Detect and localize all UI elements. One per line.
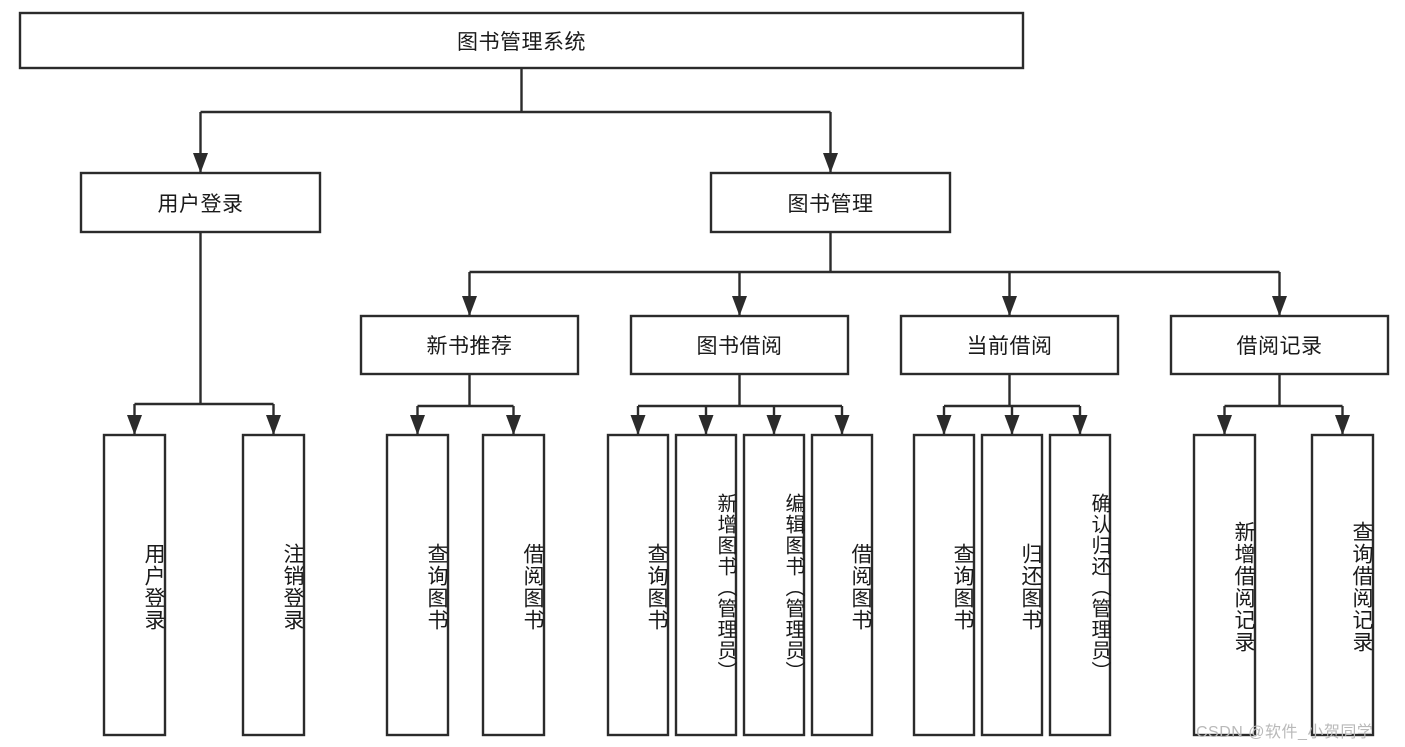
connector-arrowhead bbox=[462, 296, 477, 316]
connector-arrowhead bbox=[1004, 415, 1020, 435]
connector-arrowhead bbox=[1335, 415, 1350, 435]
connector-arrowhead bbox=[1217, 415, 1232, 435]
connector-arrowhead bbox=[823, 153, 838, 173]
leaf-node-box[interactable] bbox=[606, 433, 670, 737]
connector-arrowhead bbox=[936, 415, 952, 435]
level3-node-box[interactable] bbox=[359, 314, 580, 376]
leaf-node-box[interactable] bbox=[674, 433, 738, 737]
level3-node-box[interactable] bbox=[629, 314, 850, 376]
level2-node-box[interactable] bbox=[79, 171, 322, 234]
csdn-watermark: CSDN @软件_小贺同学 bbox=[1196, 724, 1374, 741]
leaf-node-box[interactable] bbox=[241, 433, 306, 737]
leaf-node-box[interactable] bbox=[481, 433, 546, 737]
level2-node-box[interactable] bbox=[709, 171, 952, 234]
leaf-node-box[interactable] bbox=[1048, 433, 1112, 737]
leaf-node-box[interactable] bbox=[102, 433, 167, 737]
connector-arrowhead bbox=[410, 415, 425, 435]
level3-node-box[interactable] bbox=[899, 314, 1120, 376]
connector-arrowhead bbox=[834, 415, 850, 435]
connector-arrowhead bbox=[266, 415, 281, 435]
leaf-node-box[interactable] bbox=[912, 433, 976, 737]
connector-arrowhead bbox=[1272, 296, 1287, 316]
connector-arrowhead bbox=[506, 415, 521, 435]
connector-arrowhead bbox=[1002, 296, 1017, 316]
leaf-node-box[interactable] bbox=[810, 433, 874, 737]
connector-arrowhead bbox=[766, 415, 782, 435]
connector-arrowhead bbox=[698, 415, 714, 435]
connector-arrowhead bbox=[630, 415, 646, 435]
connector-arrowhead bbox=[1072, 415, 1088, 435]
root-node-box[interactable] bbox=[18, 11, 1025, 70]
level3-node-box[interactable] bbox=[1169, 314, 1390, 376]
leaf-node-box[interactable] bbox=[742, 433, 806, 737]
connector-arrowhead bbox=[193, 153, 208, 173]
leaf-node-box[interactable] bbox=[385, 433, 450, 737]
leaf-node-box[interactable] bbox=[980, 433, 1044, 737]
leaf-node-box[interactable] bbox=[1310, 433, 1375, 737]
connector-arrowhead bbox=[732, 296, 747, 316]
connector-arrowhead bbox=[127, 415, 142, 435]
leaf-node-box[interactable] bbox=[1192, 433, 1257, 737]
boxes-layer bbox=[18, 11, 1390, 737]
connectors-layer bbox=[127, 68, 1350, 435]
